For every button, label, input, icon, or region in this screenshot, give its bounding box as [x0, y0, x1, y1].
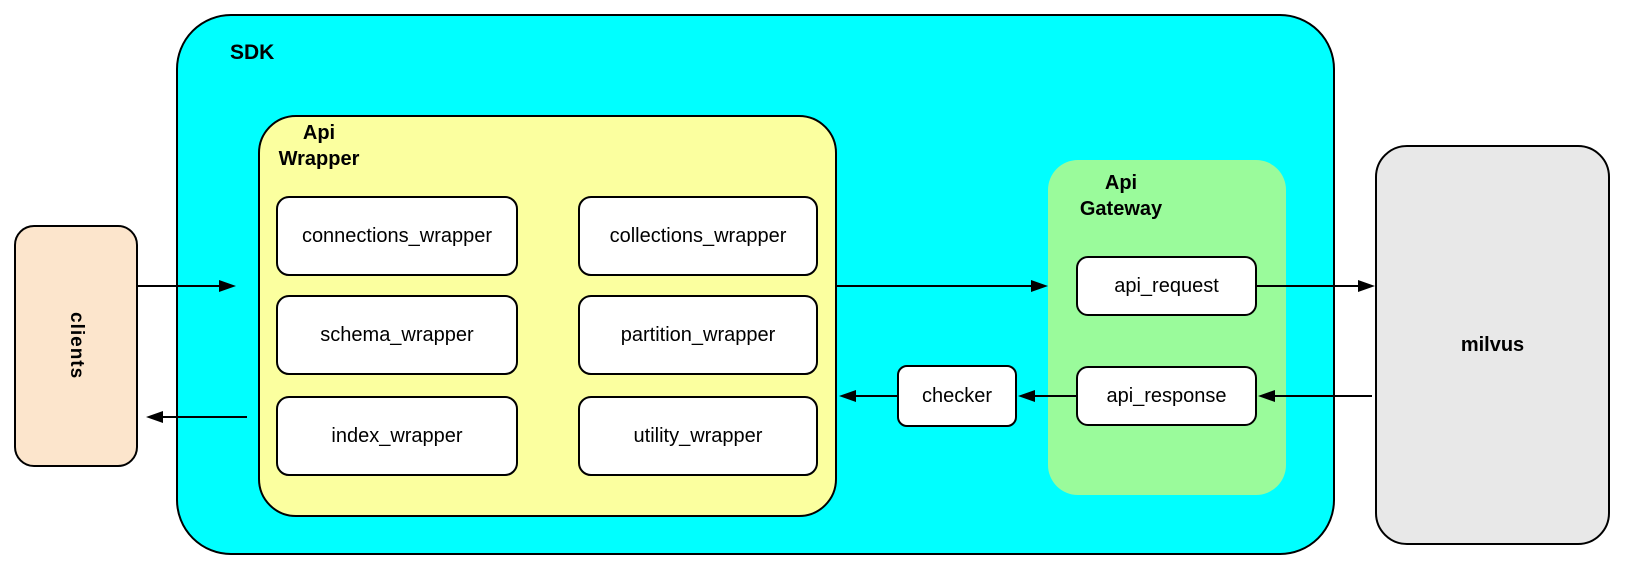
node-label: schema_wrapper — [320, 323, 474, 346]
api-gateway-label: Api Gateway — [1079, 172, 1163, 220]
node-label: clients — [66, 312, 87, 380]
node-clients: clients — [14, 225, 138, 467]
node-schema-wrapper: schema_wrapper — [276, 295, 518, 375]
node-label: checker — [921, 384, 993, 407]
node-api-request: api_request — [1076, 256, 1257, 316]
node-label: api_request — [1114, 274, 1219, 297]
node-label: index_wrapper — [331, 424, 463, 447]
node-partition-wrapper: partition_wrapper — [578, 295, 818, 375]
node-milvus: milvus — [1375, 145, 1610, 545]
node-connections-wrapper: connections_wrapper — [276, 196, 518, 276]
node-api-response: api_response — [1076, 366, 1257, 426]
node-index-wrapper: index_wrapper — [276, 396, 518, 476]
node-label: utility_wrapper — [633, 424, 763, 447]
node-checker: checker — [897, 365, 1017, 427]
node-label: connections_wrapper — [301, 224, 493, 247]
node-collections-wrapper: collections_wrapper — [578, 196, 818, 276]
node-label: collections_wrapper — [609, 224, 787, 247]
api-wrapper-label: Api Wrapper — [278, 122, 360, 170]
node-label: partition_wrapper — [620, 323, 776, 346]
sdk-label: SDK — [230, 41, 275, 64]
node-label: api_response — [1106, 384, 1227, 407]
api-gateway-container — [1048, 160, 1286, 495]
node-label: milvus — [1460, 333, 1525, 356]
node-utility-wrapper: utility_wrapper — [578, 396, 818, 476]
